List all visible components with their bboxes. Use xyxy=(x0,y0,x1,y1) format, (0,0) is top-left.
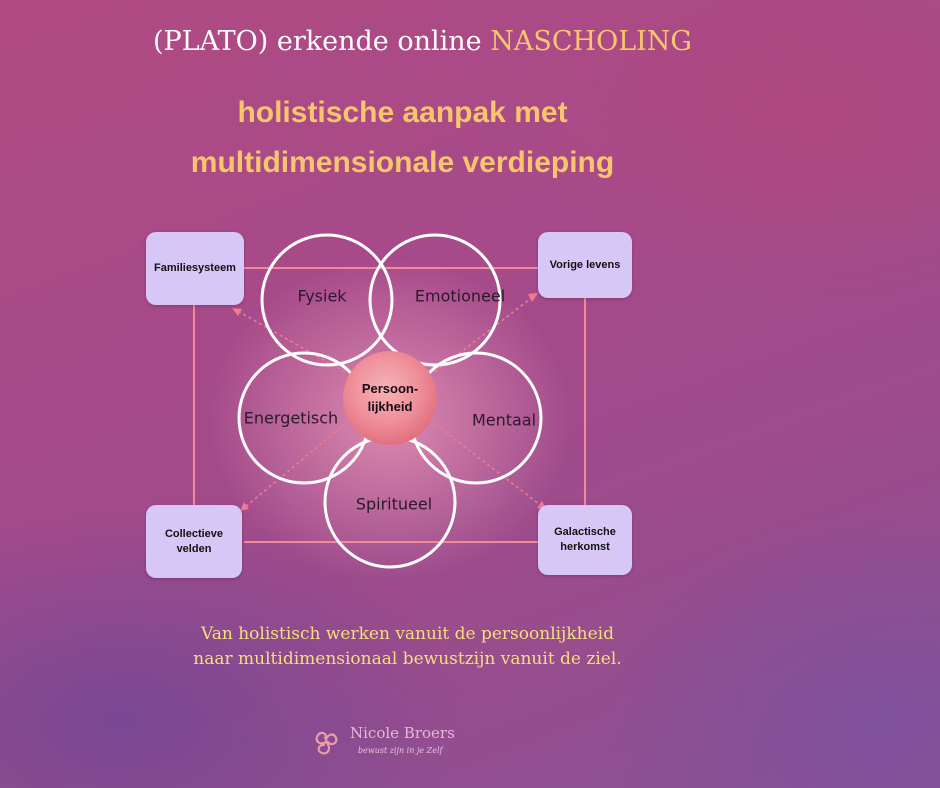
box-galactische-line-2: herkomst xyxy=(560,541,610,553)
page-subtitle: holistische aanpak met multidimensionale… xyxy=(0,88,805,188)
box-collectieve-velden: Collectieve velden xyxy=(146,505,242,578)
arrowhead-top-left xyxy=(232,308,242,316)
box-collectieve-line-1: Collectieve xyxy=(164,527,224,540)
box-galactische-herkomst: Galactische herkomst xyxy=(538,505,632,575)
label-emotioneel: Emotioneel xyxy=(414,286,506,306)
center-circle xyxy=(343,351,437,445)
diagonal-arrows xyxy=(235,295,544,509)
logo-tagline: bewust zijn in je Zelf xyxy=(358,746,443,755)
arrow-bottom-right xyxy=(434,423,544,508)
arrow-top-right xyxy=(434,295,535,373)
center-label-line-2: lijkheid xyxy=(367,399,413,414)
tagline-line-2: naar multidimensionaal bewustzijn vanuit… xyxy=(193,649,622,669)
logo: Nicole Broers bewust zijn in je Zelf xyxy=(306,722,506,762)
label-fysiek: Fysiek xyxy=(297,286,347,306)
box-vorige-levens: Vorige levens xyxy=(538,232,632,298)
center-label-line-1: Persoon- xyxy=(361,381,419,396)
subtitle-line-2: multidimensionale verdieping xyxy=(190,146,615,179)
circle-fysiek xyxy=(260,233,394,367)
box-familiesysteem-label: Familiesysteem xyxy=(154,262,236,274)
title-prefix: (PLATO) erkende online xyxy=(153,26,491,57)
tagline: Van holistisch werken vanuit de persoonl… xyxy=(0,622,815,672)
title-accent: NASCHOLING xyxy=(490,26,692,57)
label-spiritueel: Spiritueel xyxy=(355,494,433,514)
arrowhead-top-right xyxy=(528,293,538,302)
center-label: Persoon- lijkheid xyxy=(345,380,435,416)
logo-name: Nicole Broers xyxy=(350,724,455,742)
arrow-top-left xyxy=(235,309,346,373)
arrow-bottom-left xyxy=(243,423,346,509)
subtitle-line-1: holistische aanpak met xyxy=(237,96,568,129)
page-title: (PLATO) erkende online NASCHOLING xyxy=(0,26,845,57)
arrowhead-bottom-left xyxy=(240,502,249,511)
circle-emotioneel xyxy=(368,233,502,367)
box-galactische-line-1: Galactische xyxy=(554,526,616,538)
triskelion-icon xyxy=(315,731,338,755)
box-vorige-levens-label: Vorige levens xyxy=(549,258,621,271)
label-mentaal: Mentaal xyxy=(471,410,537,430)
box-familiesysteem: Familiesysteem xyxy=(146,232,244,305)
label-energetisch: Energetisch xyxy=(243,408,339,428)
box-collectieve-line-2: velden xyxy=(176,542,212,555)
tagline-line-1: Van holistisch werken vanuit de persoonl… xyxy=(201,624,614,644)
